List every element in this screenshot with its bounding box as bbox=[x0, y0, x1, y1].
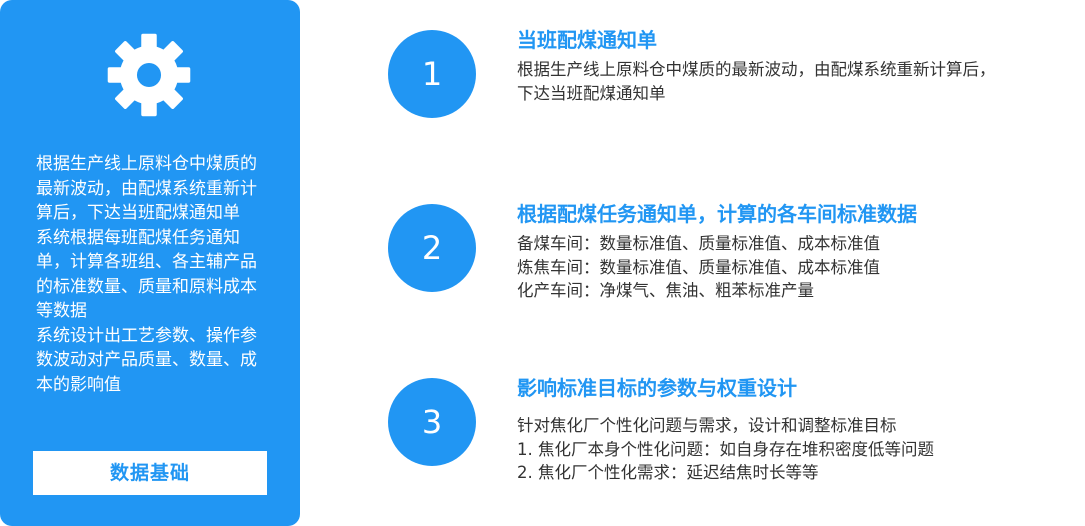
step-line: 2. 焦化厂个性化需求：延迟结焦时长等等 bbox=[517, 463, 819, 482]
step-number-badge: 2 bbox=[388, 204, 476, 292]
panel-description: 根据生产线上原料仓中煤质的最新波动，由配煤系统重新计算后，下达当班配煤通知单 系… bbox=[36, 152, 272, 397]
step-line: 下达当班配煤通知单 bbox=[517, 83, 666, 103]
step-line: 根据生产线上原料仓中煤质的最新波动，由配煤系统重新计算后， bbox=[517, 60, 996, 79]
step-line: 针对焦化厂个性化问题与需求，设计和调整标准目标 bbox=[517, 416, 897, 435]
step-number-badge: 1 bbox=[388, 30, 476, 118]
step-line: 备煤车间：数量标准值、质量标准值、成本标准值 bbox=[517, 234, 880, 253]
panel-paragraph: 系统根据每班配煤任务通知单，计算各班组、各主辅产品的标准数量、质量和原料成本等数… bbox=[36, 227, 257, 322]
step-line: 1. 焦化厂本身个性化问题：如自身存在堆积密度低等问题 bbox=[517, 439, 934, 459]
data-foundation-panel: 根据生产线上原料仓中煤质的最新波动，由配煤系统重新计算后，下达当班配煤通知单 系… bbox=[0, 0, 300, 526]
step-body: 针对焦化厂个性化问题与需求，设计和调整标准目标 1. 焦化厂本身个性化问题：如自… bbox=[517, 414, 1085, 485]
gear-icon bbox=[107, 33, 191, 117]
step-line: 炼焦车间：数量标准值、质量标准值、成本标准值 bbox=[517, 257, 880, 277]
step-title: 影响标准目标的参数与权重设计 bbox=[517, 376, 797, 400]
data-foundation-button[interactable]: 数据基础 bbox=[33, 451, 267, 495]
step-line: 化产车间：净煤气、焦油、粗苯标准产量 bbox=[517, 281, 814, 300]
step-title: 根据配煤任务通知单，计算的各车间标准数据 bbox=[517, 202, 917, 226]
step-number-badge: 3 bbox=[388, 378, 476, 466]
step-title: 当班配煤通知单 bbox=[517, 28, 657, 52]
step-body: 备煤车间：数量标准值、质量标准值、成本标准值 炼焦车间：数量标准值、质量标准值、… bbox=[517, 232, 1085, 303]
panel-paragraph: 根据生产线上原料仓中煤质的最新波动，由配煤系统重新计算后，下达当班配煤通知单 bbox=[36, 154, 257, 223]
panel-paragraph: 系统设计出工艺参数、操作参数波动对产品质量、数量、成本的影响值 bbox=[36, 325, 257, 395]
step-body: 根据生产线上原料仓中煤质的最新波动，由配煤系统重新计算后， 下达当班配煤通知单 bbox=[517, 58, 1085, 105]
